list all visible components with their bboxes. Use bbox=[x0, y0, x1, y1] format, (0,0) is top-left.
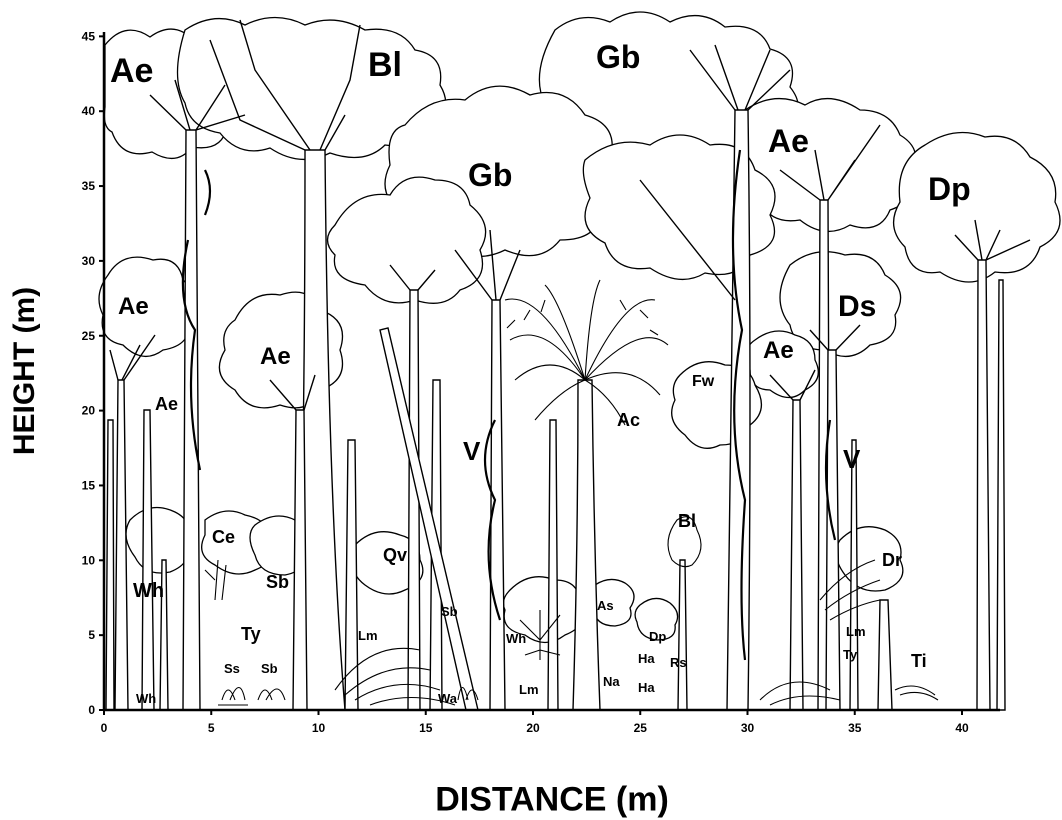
x-tick-label: 20 bbox=[526, 721, 540, 735]
label-lm-3: Lm bbox=[846, 624, 866, 639]
crown-mid-left bbox=[328, 177, 486, 303]
trunk-gb-center bbox=[490, 300, 505, 710]
label-sb-1: Sb bbox=[266, 572, 289, 592]
y-tick-label: 0 bbox=[88, 703, 95, 717]
label-ae-2: Ae bbox=[768, 123, 809, 159]
x-axis-ticks: 0 5 10 15 20 25 30 35 40 bbox=[101, 710, 969, 735]
label-ae-5: Ae bbox=[763, 337, 794, 364]
trunk-ae-mid bbox=[293, 410, 307, 710]
trunk-ae-right-mid bbox=[790, 400, 803, 710]
trunk-understory-mid-1 bbox=[548, 420, 558, 710]
label-ac-1: Ac bbox=[617, 410, 640, 430]
y-tick-label: 5 bbox=[88, 628, 95, 642]
label-qv-1: Qv bbox=[383, 545, 407, 565]
label-ae-4: Ae bbox=[260, 343, 291, 370]
x-tick-label: 35 bbox=[848, 721, 862, 735]
trunk-left-thin-1 bbox=[106, 420, 114, 710]
label-gb-2: Gb bbox=[468, 157, 512, 193]
label-gb-1: Gb bbox=[596, 39, 640, 75]
x-tick-label: 30 bbox=[741, 721, 755, 735]
label-ty-1: Ty bbox=[241, 624, 261, 644]
shrub-ti bbox=[895, 686, 938, 700]
label-ha-1: Ha bbox=[638, 651, 655, 666]
y-tick-label: 10 bbox=[82, 553, 96, 567]
x-tick-label: 10 bbox=[312, 721, 326, 735]
trunk-mid-left-2 bbox=[345, 440, 358, 710]
y-tick-label: 25 bbox=[82, 329, 96, 343]
label-v-2: V bbox=[843, 444, 861, 474]
label-wa-1: Wa bbox=[438, 691, 458, 706]
label-bl-1: Bl bbox=[368, 46, 402, 84]
label-as-1: As bbox=[597, 598, 614, 613]
x-axis-title: DISTANCE (m) bbox=[435, 781, 669, 820]
label-fw-1: Fw bbox=[692, 373, 715, 390]
x-tick-label: 15 bbox=[419, 721, 433, 735]
label-ty-2: Ty bbox=[843, 647, 858, 662]
label-rs-1: Rs bbox=[670, 655, 687, 670]
trunk-dr bbox=[878, 600, 892, 710]
label-dr-1: Dr bbox=[882, 550, 902, 570]
trunk-leaning-v bbox=[380, 328, 478, 710]
label-v-1: V bbox=[463, 436, 481, 466]
label-ae-6: Ae bbox=[155, 394, 178, 414]
trunk-bl-understory bbox=[678, 560, 687, 710]
crown-small-left bbox=[126, 508, 188, 574]
label-dp-2: Dp bbox=[649, 629, 666, 644]
label-lm-2: Lm bbox=[519, 682, 539, 697]
y-tick-label: 15 bbox=[82, 478, 96, 492]
shrub-sb-low bbox=[258, 689, 285, 700]
label-ti-1: Ti bbox=[911, 651, 927, 671]
label-ha-2: Ha bbox=[638, 680, 655, 695]
label-dp-1: Dp bbox=[928, 171, 971, 207]
y-tick-label: 30 bbox=[82, 254, 96, 268]
vine-left-2 bbox=[205, 170, 210, 215]
trunk-right-thin-1 bbox=[997, 280, 1005, 710]
y-axis-ticks: 0 5 10 15 20 25 30 35 40 45 bbox=[82, 29, 104, 717]
trunk-dp-right bbox=[977, 260, 990, 710]
label-ss-1: Ss bbox=[224, 661, 240, 676]
y-tick-label: 20 bbox=[82, 404, 96, 418]
x-tick-label: 5 bbox=[208, 721, 215, 735]
label-ae-3: Ae bbox=[118, 293, 149, 320]
x-tick-label: 25 bbox=[634, 721, 648, 735]
x-tick-label: 0 bbox=[101, 721, 108, 735]
trunk-ae-left-mid-2 bbox=[142, 410, 154, 710]
label-wh-3: Wh bbox=[506, 631, 526, 646]
y-axis-title: HEIGHT (m) bbox=[8, 287, 42, 455]
y-tick-label: 35 bbox=[82, 179, 96, 193]
label-lm-1: Lm bbox=[358, 628, 378, 643]
trunk-right-thin-2 bbox=[850, 440, 858, 710]
label-ce-1: Ce bbox=[212, 527, 235, 547]
trunk-ac-palm bbox=[573, 380, 600, 710]
label-na-1: Na bbox=[603, 674, 620, 689]
trunk-ae-left-mid-1 bbox=[115, 380, 128, 710]
x-tick-label: 40 bbox=[955, 721, 969, 735]
y-tick-label: 45 bbox=[82, 29, 96, 43]
label-bl-2: Bl bbox=[678, 511, 696, 531]
shrub-ss bbox=[218, 688, 248, 706]
label-ae-1: Ae bbox=[110, 52, 153, 90]
label-wh-1: Wh bbox=[133, 580, 164, 602]
label-sb-2: Sb bbox=[441, 604, 458, 619]
label-ds-1: Ds bbox=[838, 290, 876, 323]
label-wh-2: Wh bbox=[136, 691, 156, 706]
y-tick-label: 40 bbox=[82, 104, 96, 118]
label-sb-3: Sb bbox=[261, 661, 278, 676]
